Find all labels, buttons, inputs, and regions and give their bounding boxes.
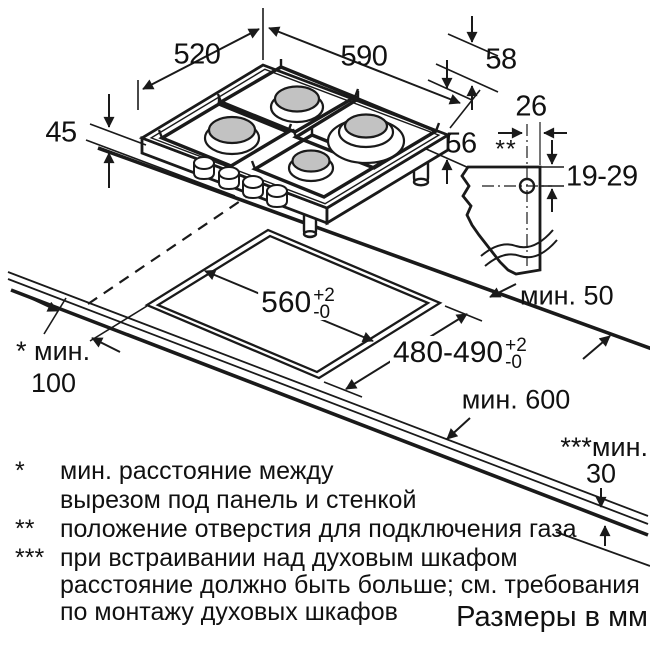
footnote-marker-3: *** xyxy=(15,544,45,572)
dim-label-590: 590 xyxy=(340,40,388,73)
side-wall-line xyxy=(43,297,67,335)
min100-value: 100 xyxy=(31,368,77,398)
ext-tick-45-bottom xyxy=(85,139,236,197)
cutout-extension-line xyxy=(89,305,148,342)
gas-connection-detail xyxy=(460,122,567,276)
footnote-1-line-1: мин. расстояние между xyxy=(60,457,334,485)
oven-top-line xyxy=(555,531,650,567)
cutout-width-value: 560 xyxy=(261,286,312,319)
burner-front-cap xyxy=(291,149,331,173)
dim-label-26: 26 xyxy=(515,90,547,123)
ext-tick-56-top xyxy=(427,79,473,101)
ext-line-590 xyxy=(449,89,481,129)
min600-arrow-down xyxy=(446,417,471,440)
burner-left-cap xyxy=(207,115,257,145)
projection-dashed-line xyxy=(87,192,253,305)
min100-label: * мин. xyxy=(16,336,91,366)
footnote-3-line-1: при встраивании над духовым шкафом xyxy=(60,544,518,572)
min600-arrow-up xyxy=(582,335,611,360)
footnote-marker-2: ** xyxy=(15,515,35,543)
dim-line-520 xyxy=(142,28,260,90)
dim-label-19-29: 19-29 xyxy=(566,160,638,193)
hob-top-rim xyxy=(149,68,441,205)
worktop-front-bottom-edge xyxy=(10,288,649,537)
min100-arrow-right xyxy=(91,337,121,353)
cutout-depth-tol-plus: +2 xyxy=(505,335,527,356)
footnote-1-line-2: вырезом под панель и стенкой xyxy=(60,486,417,514)
footnote-3-line-3: по монтажу духовых шкафов xyxy=(60,598,398,626)
min30-label: ***мин. xyxy=(560,432,648,462)
dim-label-58: 58 xyxy=(485,43,517,76)
cutout-depth-extension-1 xyxy=(444,305,483,322)
worktop xyxy=(7,146,650,567)
cutout-width-label: 560+2-0 xyxy=(258,285,338,323)
hob-isometric xyxy=(138,59,452,239)
min50-label: мин. 50 xyxy=(520,280,614,311)
footnote-2-line-1: положение отверстия для подключения газа xyxy=(60,515,577,543)
footnote-3-line-2: расстояние должно быть больше; см. требо… xyxy=(60,571,640,599)
cutout-inner-edge xyxy=(155,234,431,374)
gas-hole-marker: ** xyxy=(495,135,517,164)
min100-arrow-left xyxy=(25,295,59,312)
dim-label-520: 520 xyxy=(173,38,221,71)
cutout-outer-edge xyxy=(144,228,443,380)
break-line-2 xyxy=(484,239,558,267)
min600-label: мин. 600 xyxy=(461,384,571,415)
min30-value: 30 xyxy=(585,458,617,489)
units-note: Размеры в мм xyxy=(456,601,648,633)
dim-label-45: 45 xyxy=(45,116,77,149)
min50-arrow xyxy=(489,283,517,298)
cutout-depth-value: 480-490 xyxy=(393,336,504,369)
hob-dimension-lines xyxy=(85,8,499,197)
cutout-depth-tol-minus: -0 xyxy=(505,352,523,373)
cutout-depth-label: 480-490+2-0 xyxy=(390,335,530,373)
worktop-front-face-edge xyxy=(7,278,649,525)
dim-line-590 xyxy=(268,26,461,105)
footnote-marker-1: * xyxy=(15,457,25,485)
pan-support-left xyxy=(158,102,292,168)
burner-back-cap xyxy=(273,85,321,113)
cutout-width-tol-minus: -0 xyxy=(313,302,331,323)
ext-tick-45-top xyxy=(89,123,147,146)
control-knobs xyxy=(193,156,288,209)
dim-label-56: 56 xyxy=(445,127,477,160)
break-line-1 xyxy=(480,229,554,257)
burner-wok-cap xyxy=(343,113,389,139)
worktop-front-top-edge xyxy=(7,271,649,517)
worktop-back-edge xyxy=(97,146,650,351)
cutout-width-tol-plus: +2 xyxy=(313,285,335,306)
cutout-depth-extension-2 xyxy=(323,381,363,398)
